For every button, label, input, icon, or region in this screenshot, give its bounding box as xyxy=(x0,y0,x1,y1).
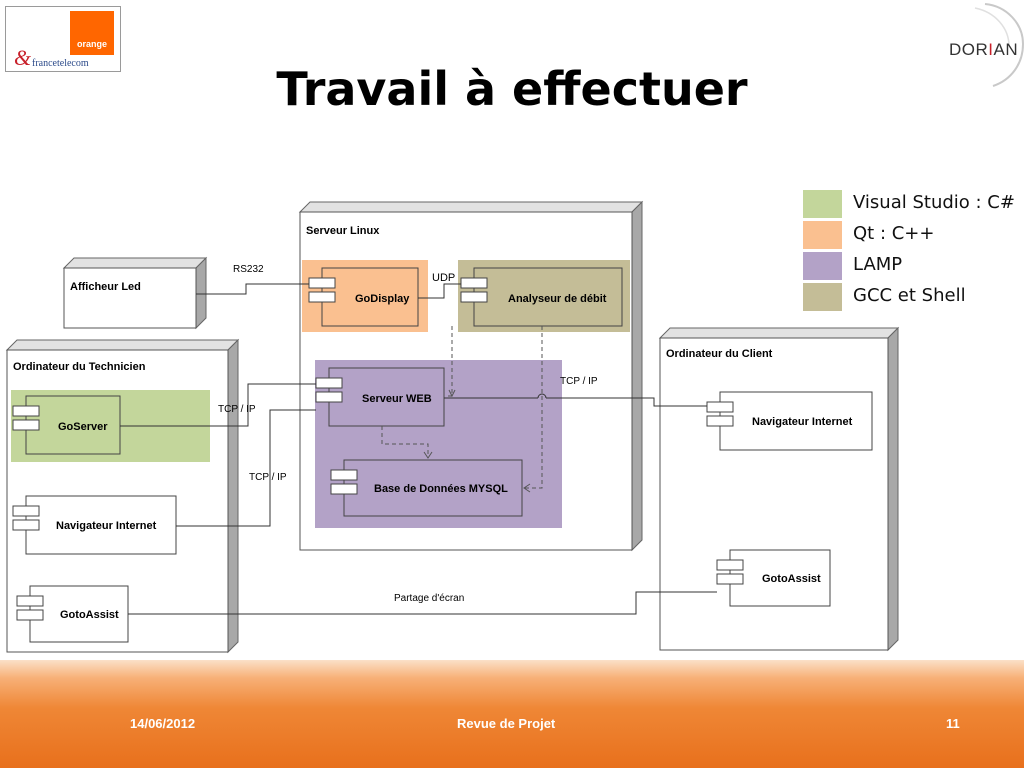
legend-label-visual-studio: Visual Studio : C# xyxy=(853,192,1015,213)
component-label-serveur-web: Serveur WEB xyxy=(362,393,432,405)
link-label-tcp-1: TCP / IP xyxy=(218,404,256,415)
node-label-ordinateur-technicien: Ordinateur du Technicien xyxy=(13,361,146,373)
legend-label-gcc: GCC et Shell xyxy=(853,285,966,306)
component-label-gotoassist-client: GotoAssist xyxy=(762,573,821,585)
component-gotoassist-tech: GotoAssist xyxy=(16,585,129,643)
component-label-navigateur-client: Navigateur Internet xyxy=(752,416,853,428)
legend-swatch-gcc xyxy=(803,283,842,311)
component-goserver: GoServer xyxy=(12,395,121,455)
component-analyseur: Analyseur de débit xyxy=(460,267,623,327)
region-lamp xyxy=(315,360,562,528)
dorian-swoosh-icon xyxy=(974,3,1024,87)
link-label-rs232: RS232 xyxy=(233,264,264,275)
component-gotoassist-client: GotoAssist xyxy=(716,549,831,607)
footer-date: 14/06/2012 xyxy=(130,716,196,731)
legend-label-qt: Qt : C++ xyxy=(853,223,935,244)
link-analyseur-base xyxy=(524,326,543,489)
component-label-gotoassist-tech: GotoAssist xyxy=(60,609,119,621)
france-telecom-logo: orange & francetelecom xyxy=(5,6,121,72)
component-label-navigateur-tech: Navigateur Internet xyxy=(56,520,157,532)
ampersand-icon: & xyxy=(14,45,32,70)
link-goserver-web xyxy=(120,383,316,427)
slide-title: Travail à effectuer xyxy=(276,62,748,116)
link-label-tcp-3: TCP / IP xyxy=(560,376,598,387)
francetelecom-logo-text: francetelecom xyxy=(32,58,89,69)
link-label-tcp-2: TCP / IP xyxy=(249,472,287,483)
link-label-partage: Partage d'écran xyxy=(394,593,464,604)
component-serveur-web: Serveur WEB xyxy=(315,367,445,427)
dorian-logo: DORIAN xyxy=(945,0,1024,90)
link-udp xyxy=(418,283,461,299)
node-afficheur-led: Afficheur Led xyxy=(62,256,208,330)
component-base-donnees: Base de Données MYSQL xyxy=(330,459,523,517)
link-web-base xyxy=(381,426,429,458)
component-label-base-donnees: Base de Données MYSQL xyxy=(374,483,508,495)
dorian-logo-text: DORIAN xyxy=(949,40,1019,59)
component-label-godisplay: GoDisplay xyxy=(355,293,410,305)
arrow-head-icon xyxy=(448,389,456,398)
component-label-goserver: GoServer xyxy=(58,421,108,433)
component-godisplay: GoDisplay xyxy=(308,267,419,327)
orange-logo-text: orange xyxy=(76,39,107,49)
link-partage-ecran xyxy=(128,591,717,615)
footer-page-number: 11 xyxy=(946,716,960,731)
link-rs232 xyxy=(196,283,309,295)
arrow-head-icon xyxy=(423,451,433,459)
legend-swatch-visual-studio xyxy=(803,190,842,218)
node-label-serveur-linux: Serveur Linux xyxy=(306,225,380,237)
link-web-client-b xyxy=(546,397,707,407)
link-label-udp: UDP xyxy=(432,272,455,284)
component-label-analyseur: Analyseur de débit xyxy=(508,293,607,305)
component-navigateur-tech: Navigateur Internet xyxy=(12,495,177,555)
legend-label-lamp: LAMP xyxy=(853,254,903,275)
component-navigateur-client: Navigateur Internet xyxy=(706,391,873,451)
link-navigateur-tech-web xyxy=(176,409,316,527)
arrow-head-icon xyxy=(523,483,531,493)
node-label-afficheur-led: Afficheur Led xyxy=(70,281,141,293)
link-crossing-hop xyxy=(537,393,547,399)
footer-title: Revue de Projet xyxy=(457,716,556,731)
orange-logo-square xyxy=(70,11,114,55)
legend-swatch-qt xyxy=(803,221,842,249)
deployment-diagram: Serveur Linux Afficheur Led Ordinateur d… xyxy=(5,200,900,654)
legend-swatch-lamp xyxy=(803,252,842,280)
footer-bar: 14/06/2012 Revue de Projet 11 xyxy=(0,660,1024,768)
node-label-ordinateur-client: Ordinateur du Client xyxy=(666,348,773,360)
